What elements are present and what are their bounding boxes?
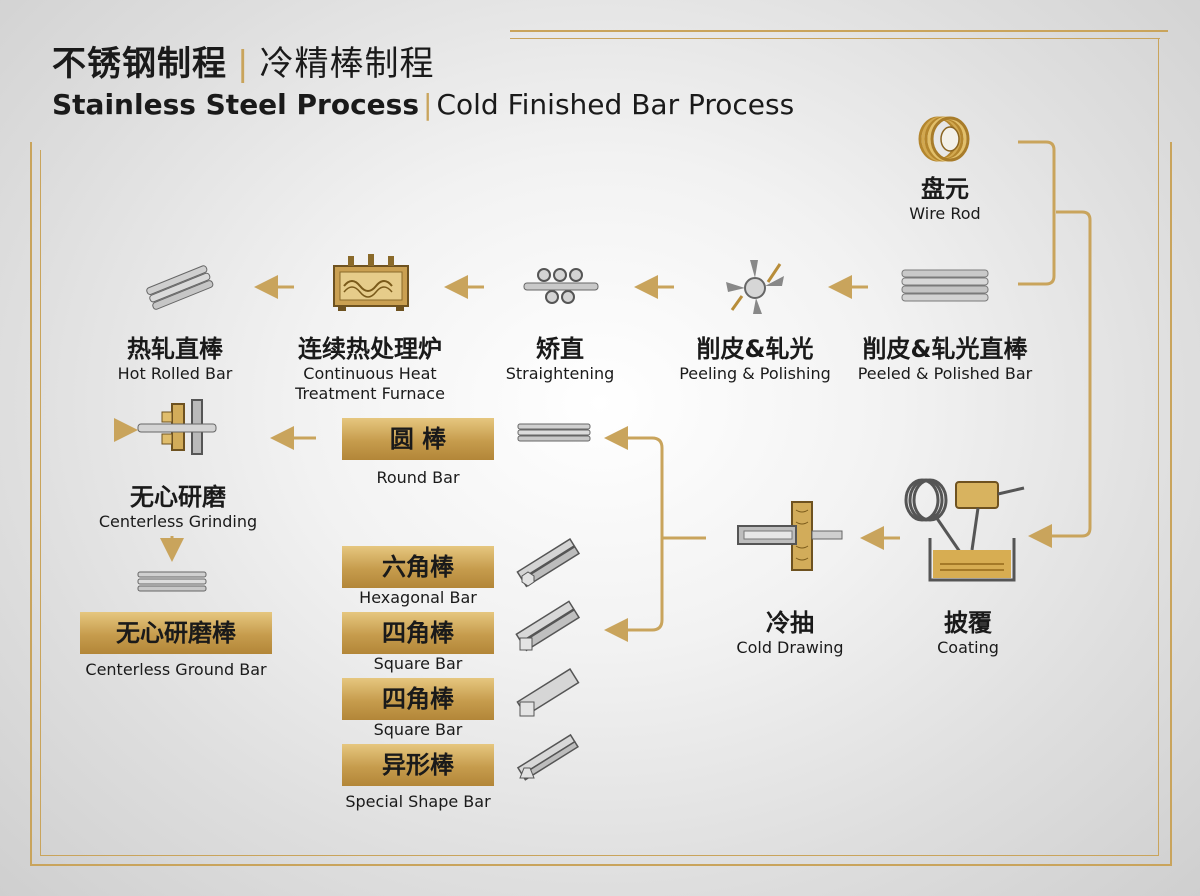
step-centerless-grinding: 无心研磨 Centerless Grinding [92,482,264,532]
step-cold-drawing-en: Cold Drawing [736,638,844,657]
grinding-wheel-icon [137,399,217,455]
step-straightening-cn: 矫直 [536,335,584,363]
step-straightening: 矫直 Straightening [490,334,630,384]
product-square-bar-box-1: 四角棒 [342,612,494,654]
round-bar-icon [517,423,591,442]
step-coating-en: Coating [937,638,999,657]
step-peeling-polishing: 削皮&轧光 Peeling & Polishing [670,334,840,384]
step-coating: 披覆 Coating [910,608,1026,658]
step-hot-rolled-bar-en: Hot Rolled Bar [117,364,233,383]
step-centerless-grinding-cn: 无心研磨 [130,483,226,511]
step-hot-rolled-bar: 热轧直棒 Hot Rolled Bar [100,334,250,384]
step-furnace-en-1: Continuous Heat [303,364,437,383]
furnace-icon [333,254,409,311]
product-round-bar-box: 圆 棒 [342,418,494,460]
product-square-bar-label-2: Square Bar [373,720,463,739]
product-square-bar-box-2: 四角棒 [342,678,494,720]
step-coating-cn: 披覆 [944,609,992,637]
square-bar-icon-2 [516,668,580,717]
centerless-ground-bar-box: 无心研磨棒 [80,612,272,654]
step-peeling-polishing-cn: 削皮&轧光 [696,335,814,363]
product-hexagonal-bar-box: 六角棒 [342,546,494,588]
step-wire-rod-en: Wire Rod [909,204,981,223]
hexagonal-bar-icon [516,538,581,588]
hot-rolled-bundle-icon [146,265,214,310]
page-title-en: Stainless Steel Process|Cold Finished Ba… [52,88,795,121]
coating-tank-icon [904,478,1025,582]
bracket-wire-rod [1018,140,1056,286]
product-round-bar-label: Round Bar [376,468,460,487]
step-furnace-cn: 连续热处理炉 [298,335,442,363]
frame-top-line [510,30,1168,32]
page-title-cn: 不锈钢制程|冷精棒制程 [52,44,435,84]
step-furnace-en-2: Treatment Furnace [295,384,445,403]
outer-frame [30,142,1172,866]
step-cold-drawing: 冷抽 Cold Drawing [720,608,860,658]
connector-to-coating [1028,210,1092,548]
step-wire-rod-cn: 盘元 [921,175,969,203]
title-divider-en: | [423,88,433,121]
peeling-cutter-icon [726,260,784,314]
step-peeled-polished-bar-cn: 削皮&轧光直棒 [862,335,1028,363]
product-special-shape-bar-box: 异形棒 [342,744,494,786]
frame-top-line-inner [510,38,1160,39]
product-hexagonal-bar-label: Hexagonal Bar [359,588,477,607]
centerless-ground-bar-label: Centerless Ground Bar [85,660,267,679]
step-peeling-polishing-en: Peeling & Polishing [679,364,831,383]
product-special-shape-bar-label: Special Shape Bar [345,792,491,811]
step-hot-rolled-bar-cn: 热轧直棒 [127,335,223,363]
step-straightening-en: Straightening [505,364,615,383]
step-furnace: 连续热处理炉 Continuous Heat Treatment Furnace [280,334,460,404]
step-centerless-grinding-en: Centerless Grinding [98,512,258,531]
bar-bundle-icon [901,269,989,302]
product-square-bar-label-1: Square Bar [373,654,463,673]
cold-drawing-die-icon [737,501,843,571]
title-divider: | [237,44,250,84]
step-cold-drawing-cn: 冷抽 [766,609,814,637]
ground-bar-icon [137,571,207,592]
straightening-rollers-icon [523,268,599,304]
wire-coil-icon [918,116,970,162]
frame-right-inner [1158,38,1159,856]
step-peeled-polished-bar: 削皮&轧光直棒 Peeled & Polished Bar [846,334,1044,384]
bracket-products [604,436,664,642]
square-bar-icon [515,600,581,652]
frame-left-inner [40,150,41,856]
step-peeled-polished-bar-en: Peeled & Polished Bar [857,364,1033,383]
step-wire-rod: 盘元 Wire Rod [880,174,1010,224]
special-shape-bar-icon [516,733,579,781]
frame-bottom-inner [40,855,1159,856]
